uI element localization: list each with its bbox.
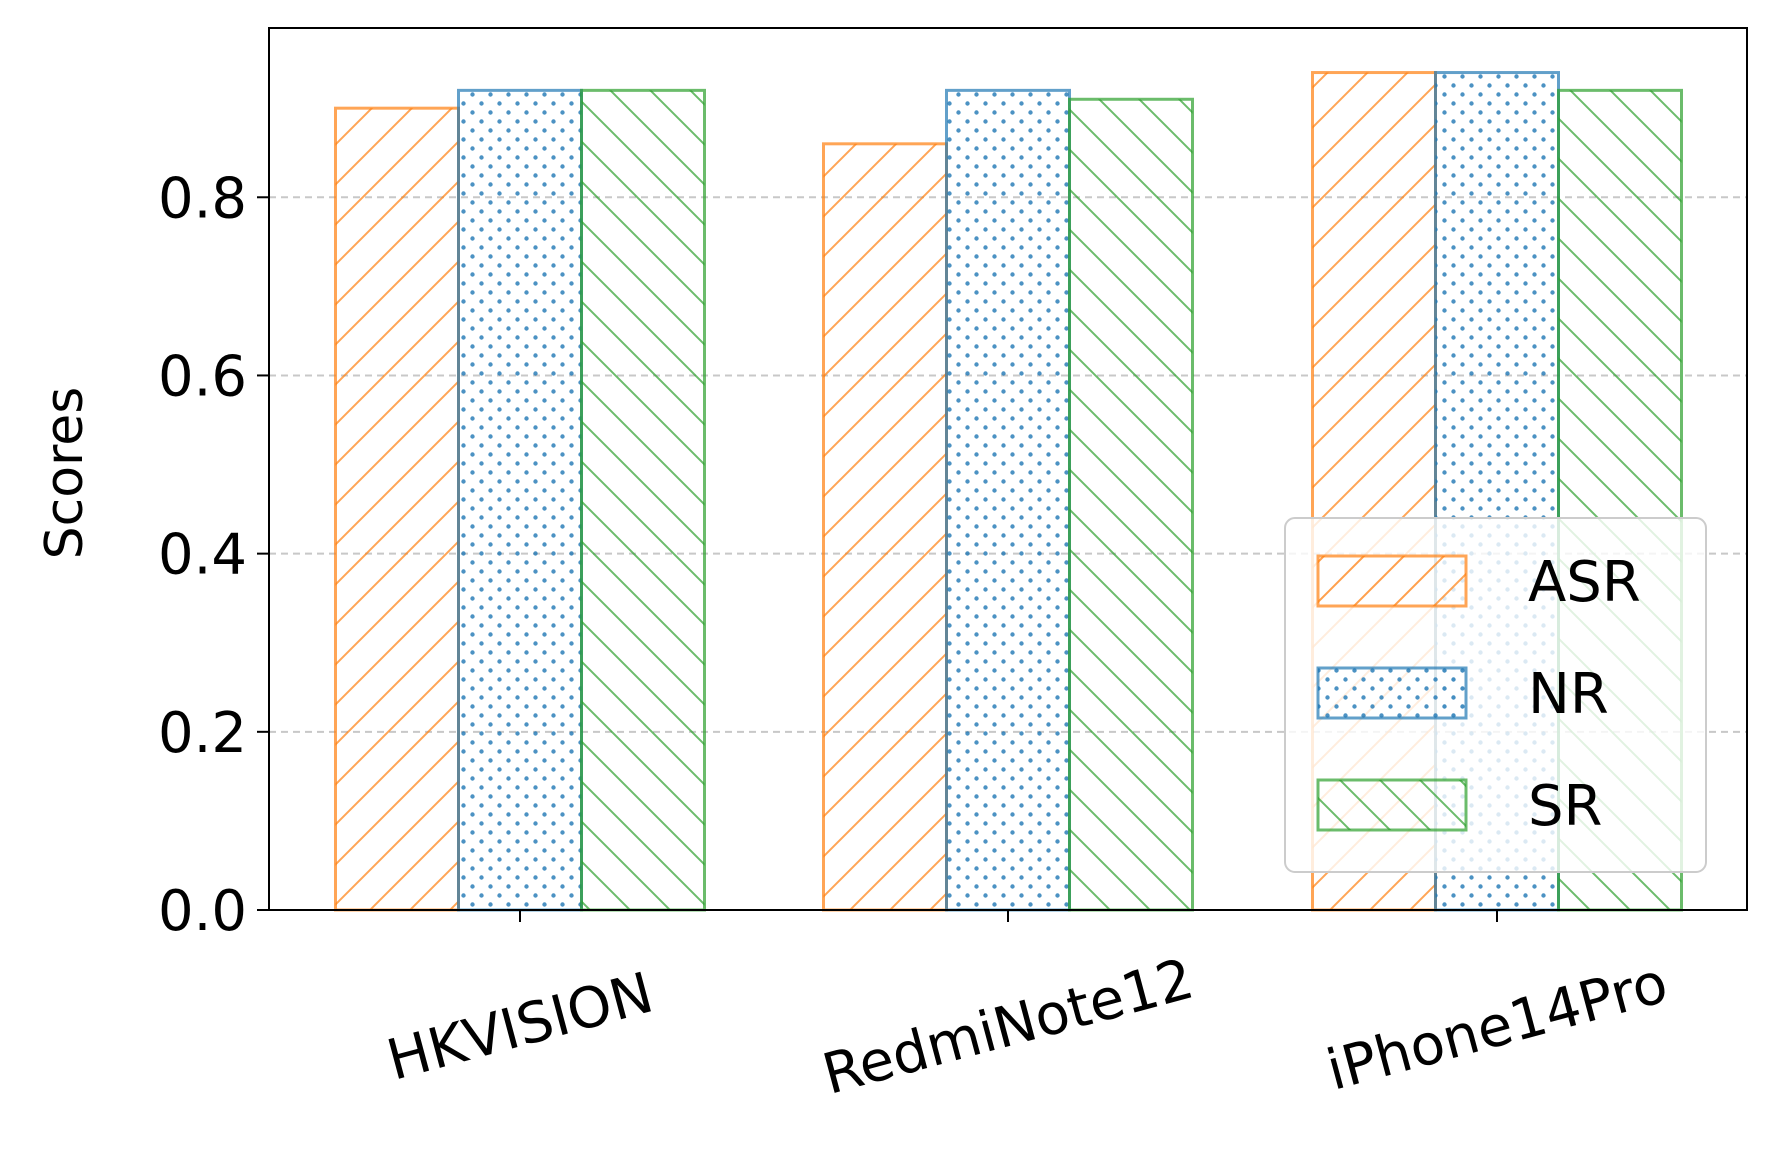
legend-swatch-nr [1316, 666, 1468, 720]
legend-label-nr: NR [1528, 662, 1609, 727]
bar-nr-hkvision [457, 88, 583, 912]
legend-label-asr: ASR [1528, 550, 1641, 615]
bar-sr-redminote12 [1068, 97, 1194, 912]
legend-swatch-sr [1316, 778, 1468, 832]
y-tick-label: 0.2 [158, 701, 247, 766]
x-tick-label: RedmiNote12 [816, 947, 1200, 1108]
legend: ASR NR SR [1284, 517, 1707, 873]
x-axis: HKVISION RedmiNote12 iPhone14Pro [381, 910, 1674, 1108]
legend-swatch-asr [1316, 554, 1468, 608]
y-axis: 0.0 0.2 0.4 0.6 0.8 [158, 166, 269, 944]
bar-nr-redminote12 [945, 88, 1071, 912]
bar-asr-hkvision [334, 106, 460, 912]
y-axis-label: Scores [35, 387, 95, 560]
y-tick-label: 0.4 [158, 523, 247, 588]
y-tick-label: 0.0 [158, 879, 247, 944]
bar-sr-hkvision [580, 88, 706, 912]
bar-asr-redminote12 [822, 142, 948, 912]
legend-label-sr: SR [1528, 774, 1602, 839]
y-tick-label: 0.6 [158, 344, 247, 409]
y-tick-label: 0.8 [158, 166, 247, 231]
x-tick-label: HKVISION [381, 961, 660, 1094]
x-tick-label: iPhone14Pro [1320, 951, 1674, 1104]
